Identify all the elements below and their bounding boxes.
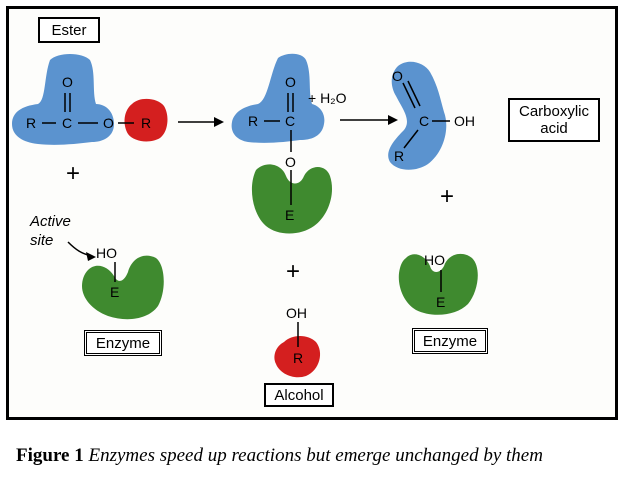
ester-alkyl-r: R [141,115,152,131]
alcohol-oh: OH [286,305,307,321]
ester-label: Ester [38,17,100,43]
intermediate-r-group: R [248,113,259,129]
carboxylic-acid-blob [388,61,447,170]
caption-figure-number: Figure 1 [16,445,84,466]
acid-carbonyl-bond-b [407,80,421,107]
active-site-pointer-head [86,252,96,261]
alcohol-r: R [293,350,304,366]
plus-sign-right: + [440,183,455,210]
enzyme-left-e: E [110,284,120,300]
reaction-arrow-2-head [388,115,398,125]
ester-r-group: R [26,115,37,131]
enzyme-bound-blob [251,164,333,234]
active-site-label: Active site [30,213,71,249]
enzyme-left-ho: HO [96,245,117,261]
ester-carbon: C [62,115,73,131]
enzyme-right-e: E [436,294,446,310]
acid-bond-c-r [403,129,419,149]
ester-alkyl-blob [124,98,168,142]
alcohol-blob [274,336,321,378]
carboxylic-acid-label: Carboxylic acid [508,98,600,142]
water-label: + H₂O [308,90,347,106]
acid-carbonyl-bond-a [402,82,416,109]
caption-text: Enzymes speed up reactions but emerge un… [88,445,543,466]
enzyme-left-blob [82,255,164,320]
ester-carbonyl-oxygen: O [62,74,73,90]
reaction-arrow-1-head [214,117,224,127]
acid-carbon: C [419,113,430,129]
acid-r-group: R [394,148,405,164]
enzyme-right-blob [398,253,478,315]
alcohol-label: Alcohol [264,383,334,407]
intermediate-carbonyl-oxygen: O [285,74,296,90]
enzyme-right-label: Enzyme [412,328,488,354]
acyl-intermediate-blob [231,53,325,143]
intermediate-enzyme-e: E [285,207,295,223]
ester-acyl-blob [12,54,114,145]
intermediate-carbon: C [285,113,296,129]
acid-hydroxyl: OH [454,113,475,129]
enzyme-left-label: Enzyme [84,330,162,356]
plus-sign-left: + [66,160,81,187]
acid-carbonyl-oxygen: O [392,68,403,84]
ester-ether-oxygen: O [103,115,114,131]
intermediate-oxygen: O [285,154,296,170]
enzyme-right-ho: HO [424,252,445,268]
plus-sign-middle: + [286,258,301,285]
figure-caption: Figure 1 Enzymes speed up reactions but … [16,445,626,467]
